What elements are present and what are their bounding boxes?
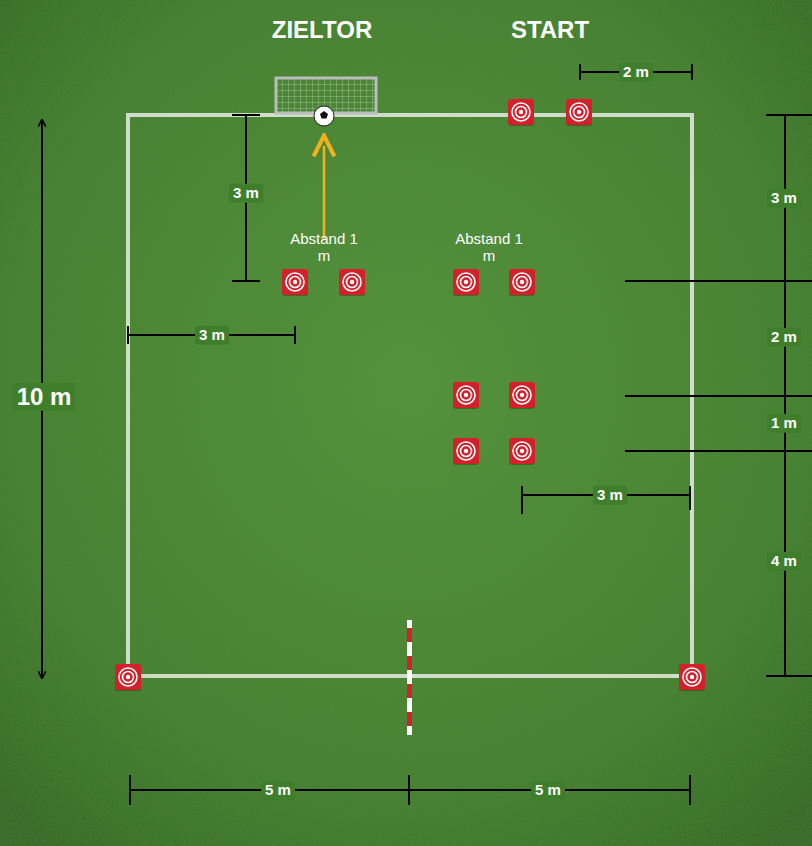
dimension-label: 1 m	[767, 414, 801, 433]
dimension-label: 3 m	[195, 326, 229, 345]
distance-note: Abstand 1 m	[288, 231, 360, 264]
heading-label: ZIELTOR	[272, 17, 372, 43]
heading-label: START	[511, 17, 589, 43]
dimension-label: 5 m	[261, 781, 295, 800]
dimension-label: 4 m	[767, 552, 801, 571]
dimension-label: 2 m	[767, 328, 801, 347]
dimension-label: 5 m	[531, 781, 565, 800]
dimension-label: 2 m	[619, 63, 653, 82]
dimension-label: 10 m	[13, 383, 76, 411]
dimension-label: 3 m	[593, 486, 627, 505]
dimension-label: 3 m	[229, 184, 263, 203]
distance-note: Abstand 1 m	[453, 231, 525, 264]
dimension-label: 3 m	[767, 189, 801, 208]
